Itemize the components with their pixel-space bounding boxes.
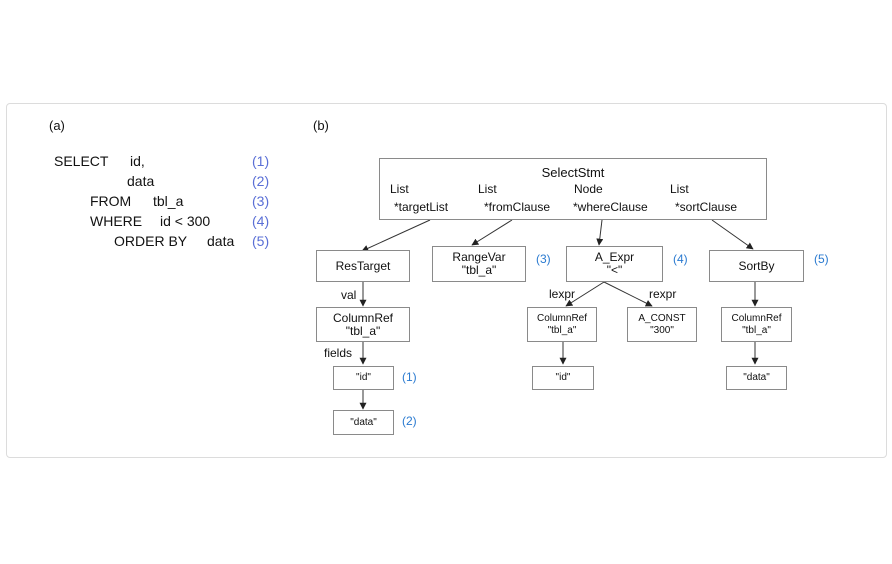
field-type-targetlist: List <box>390 182 409 196</box>
marker-sortby: (5) <box>814 252 829 266</box>
columnref-title: ColumnRef <box>332 310 394 325</box>
string-value: "data" <box>743 372 770 383</box>
marker-data: (2) <box>402 414 417 428</box>
columnref-value: "tbl_a" <box>742 324 771 336</box>
sql-orderby-keyword: ORDER BY <box>114 233 188 249</box>
marker-rangevar: (3) <box>536 252 551 266</box>
a-const-title: A_CONST <box>638 312 686 324</box>
columnref-node-sort: ColumnRef "tbl_a" <box>721 307 792 342</box>
sql-where-arg: id < 300 <box>160 213 211 229</box>
rangevar-node: RangeVar "tbl_a" <box>432 246 526 282</box>
panel-b-label: (b) <box>313 118 329 133</box>
selectstmt-node: SelectStmt <box>379 158 767 220</box>
string-value: "data" <box>350 416 377 428</box>
sql-select-keyword: SELECT <box>54 153 109 169</box>
field-name-sortclause: *sortClause <box>675 200 738 214</box>
columnref-node-where: ColumnRef "tbl_a" <box>527 307 597 342</box>
columnref-title: ColumnRef <box>536 312 588 324</box>
field-type-whereclause: Node <box>574 182 603 196</box>
marker-id: (1) <box>402 370 417 384</box>
sql-orderby-arg: data <box>207 233 235 249</box>
a-const-node: A_CONST "300" <box>627 307 697 342</box>
columnref-value: "tbl_a" <box>547 324 577 336</box>
edge-label-val: val <box>341 288 357 302</box>
sql-select-arg-id: id, <box>130 153 145 169</box>
sql-marker-2: (2) <box>252 173 270 189</box>
columnref-title: ColumnRef <box>731 312 782 324</box>
columnref-node-target: ColumnRef "tbl_a" <box>316 307 410 342</box>
field-type-fromclause: List <box>478 182 497 196</box>
edge-label-rexpr: rexpr <box>649 287 677 301</box>
string-value: "id" <box>356 372 371 383</box>
field-type-sortclause: List <box>670 182 689 196</box>
rangevar-value: "tbl_a" <box>461 263 497 277</box>
string-value: "id" <box>555 372 571 383</box>
sql-from-arg: tbl_a <box>153 193 184 209</box>
sql-from-keyword: FROM <box>90 193 132 209</box>
sql-marker-3: (3) <box>252 193 270 209</box>
sortby-node: SortBy <box>709 250 804 282</box>
selectstmt-title: SelectStmt <box>541 165 605 180</box>
string-node-data-target: "data" <box>333 410 394 435</box>
field-name-fromclause: *fromClause <box>484 200 551 214</box>
field-name-whereclause: *whereClause <box>573 200 648 214</box>
sql-marker-5: (5) <box>252 233 270 249</box>
sql-where-keyword: WHERE <box>90 213 143 229</box>
panel-a-label: (a) <box>49 118 65 133</box>
restarget-node: ResTarget <box>316 250 410 282</box>
a-const-value: "300" <box>650 324 674 336</box>
sql-marker-4: (4) <box>252 213 270 229</box>
string-node-data-sort: "data" <box>726 366 787 390</box>
a-expr-title: A_Expr <box>594 250 635 264</box>
string-node-id-target: "id" <box>333 366 394 390</box>
sql-marker-1: (1) <box>252 153 270 169</box>
columnref-value: "tbl_a" <box>345 323 381 338</box>
string-node-id-where: "id" <box>532 366 594 390</box>
sortby-label: SortBy <box>738 258 775 273</box>
a-expr-node: A_Expr "<" <box>566 246 663 282</box>
a-expr-value: "<" <box>606 263 623 277</box>
edge-label-lexpr: lexpr <box>549 287 576 301</box>
marker-a-expr: (4) <box>673 252 688 266</box>
edge-label-fields: fields <box>324 346 353 360</box>
sql-select-arg-data: data <box>127 173 155 189</box>
rangevar-title: RangeVar <box>452 250 506 264</box>
restarget-label: ResTarget <box>335 258 391 273</box>
field-name-targetlist: *targetList <box>394 200 449 214</box>
